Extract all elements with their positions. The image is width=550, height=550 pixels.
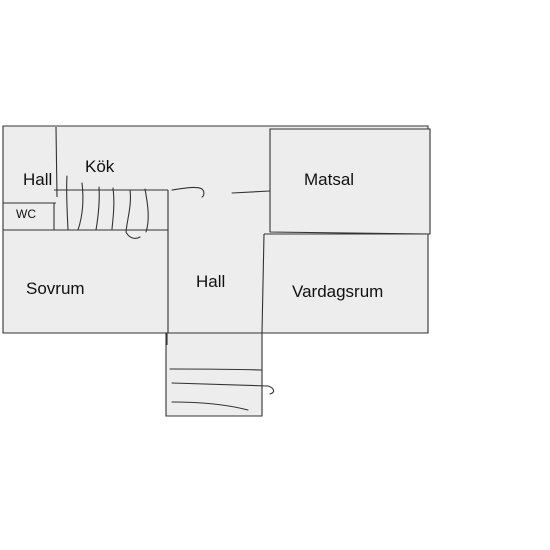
label-wc: WC — [16, 207, 36, 221]
stair-sketch-6 — [144, 188, 149, 233]
door-sketch-left — [171, 186, 205, 198]
label-hall-left: Hall — [23, 170, 52, 189]
annex-stair-1 — [169, 368, 263, 371]
annex-stair-2 — [171, 382, 275, 395]
stair-sketch-2 — [77, 182, 84, 231]
label-matsal: Matsal — [304, 170, 354, 189]
stair-sketch-4 — [111, 187, 115, 230]
stair-sketch-5 — [125, 189, 141, 239]
door-sketch-right — [231, 190, 271, 194]
wall-hall-kok — [55, 126, 58, 198]
label-vardagsrum: Vardagsrum — [292, 282, 383, 301]
label-sovrum: Sovrum — [26, 279, 85, 298]
stair-annex — [165, 332, 263, 417]
annex-stair-3 — [171, 401, 249, 411]
matsal-room — [269, 128, 431, 235]
label-hall-center: Hall — [196, 272, 225, 291]
stair-sketch-3 — [95, 186, 100, 231]
label-kok: Kök — [85, 157, 115, 176]
wall-hall-vardagsrum — [261, 233, 265, 334]
stair-sketch-1 — [66, 175, 69, 231]
